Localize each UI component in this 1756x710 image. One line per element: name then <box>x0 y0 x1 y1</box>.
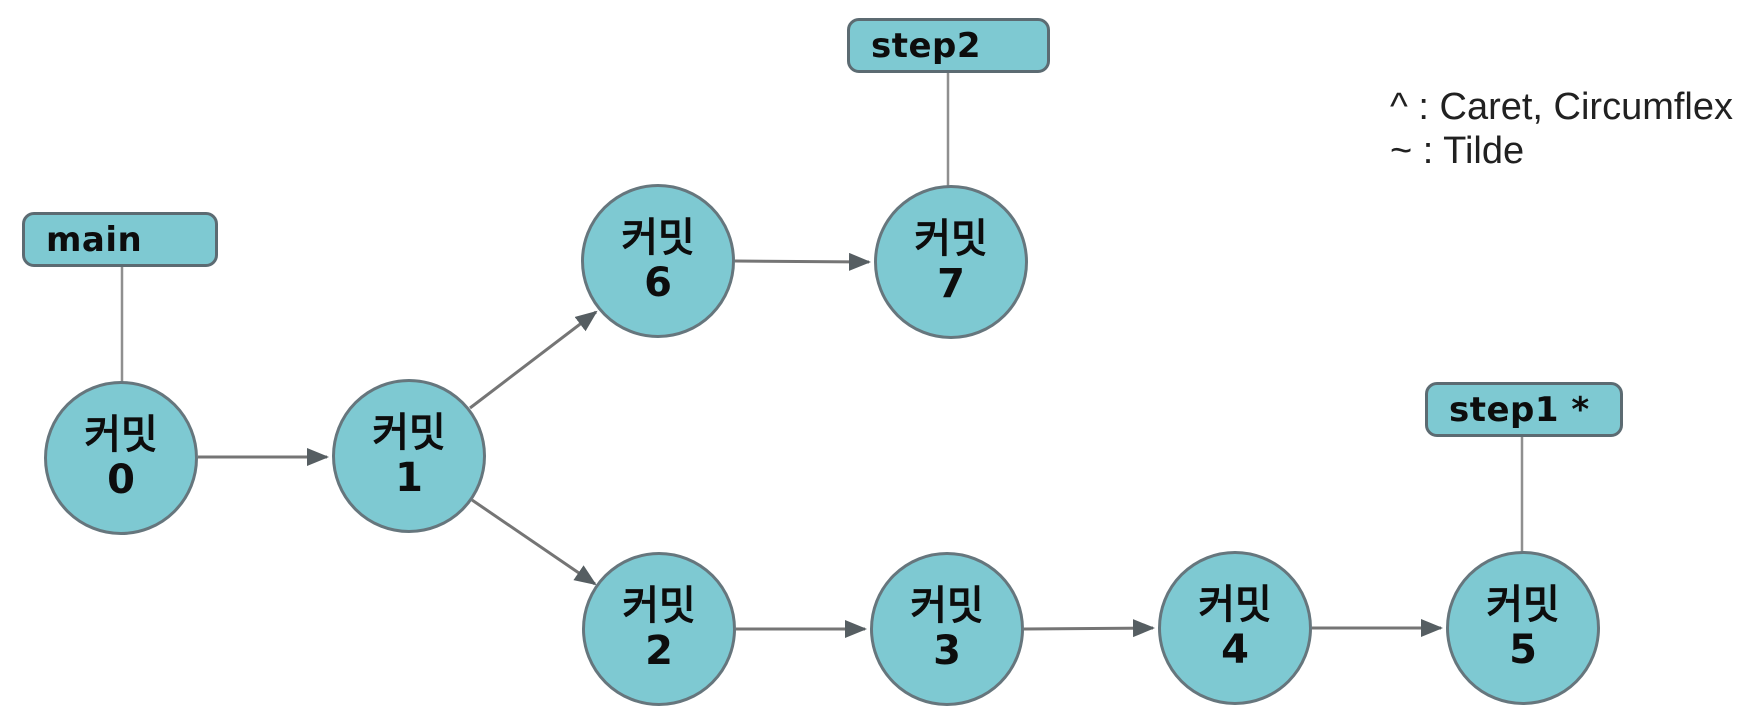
commit-number: 2 <box>645 628 673 674</box>
branch-label-step1: step1 * <box>1425 382 1623 437</box>
commit-node-3: 커밋 3 <box>870 552 1024 706</box>
commit-number: 4 <box>1221 627 1249 673</box>
edge-commit3-commit4 <box>1023 619 1155 638</box>
edge-commit1-commit2 <box>471 498 597 586</box>
commit-word: 커밋 <box>1486 582 1560 629</box>
commit-node-2: 커밋 2 <box>582 552 736 706</box>
commit-node-4: 커밋 4 <box>1158 551 1312 705</box>
commit-number: 6 <box>644 260 672 306</box>
legend: ^ : Caret, Circumflex ~ : Tilde <box>1390 85 1733 173</box>
legend-line-tilde: ~ : Tilde <box>1390 130 1525 172</box>
commit-node-5: 커밋 5 <box>1446 551 1600 705</box>
commit-word: 커밋 <box>914 216 988 263</box>
commit-word: 커밋 <box>621 215 695 262</box>
edge-commit6-commit7 <box>734 252 871 271</box>
commit-word: 커밋 <box>622 583 696 630</box>
branch-label-step2: step2 <box>847 18 1050 73</box>
commit-word: 커밋 <box>910 583 984 630</box>
branch-label-main: main <box>22 212 218 267</box>
legend-line-caret: ^ : Caret, Circumflex <box>1390 86 1734 128</box>
commit-number: 3 <box>933 628 961 674</box>
commit-number: 0 <box>107 457 135 503</box>
commit-node-6: 커밋 6 <box>581 184 735 338</box>
commit-number: 1 <box>395 455 423 501</box>
commit-number: 5 <box>1509 627 1537 673</box>
commit-node-0: 커밋 0 <box>44 381 198 535</box>
commit-word: 커밋 <box>84 412 158 459</box>
commit-word: 커밋 <box>372 410 446 457</box>
commit-node-7: 커밋 7 <box>874 185 1028 339</box>
commit-word: 커밋 <box>1198 582 1272 629</box>
commit-number: 7 <box>937 261 965 307</box>
edge-commit1-commit6 <box>469 310 598 410</box>
commit-node-1: 커밋 1 <box>332 379 486 533</box>
